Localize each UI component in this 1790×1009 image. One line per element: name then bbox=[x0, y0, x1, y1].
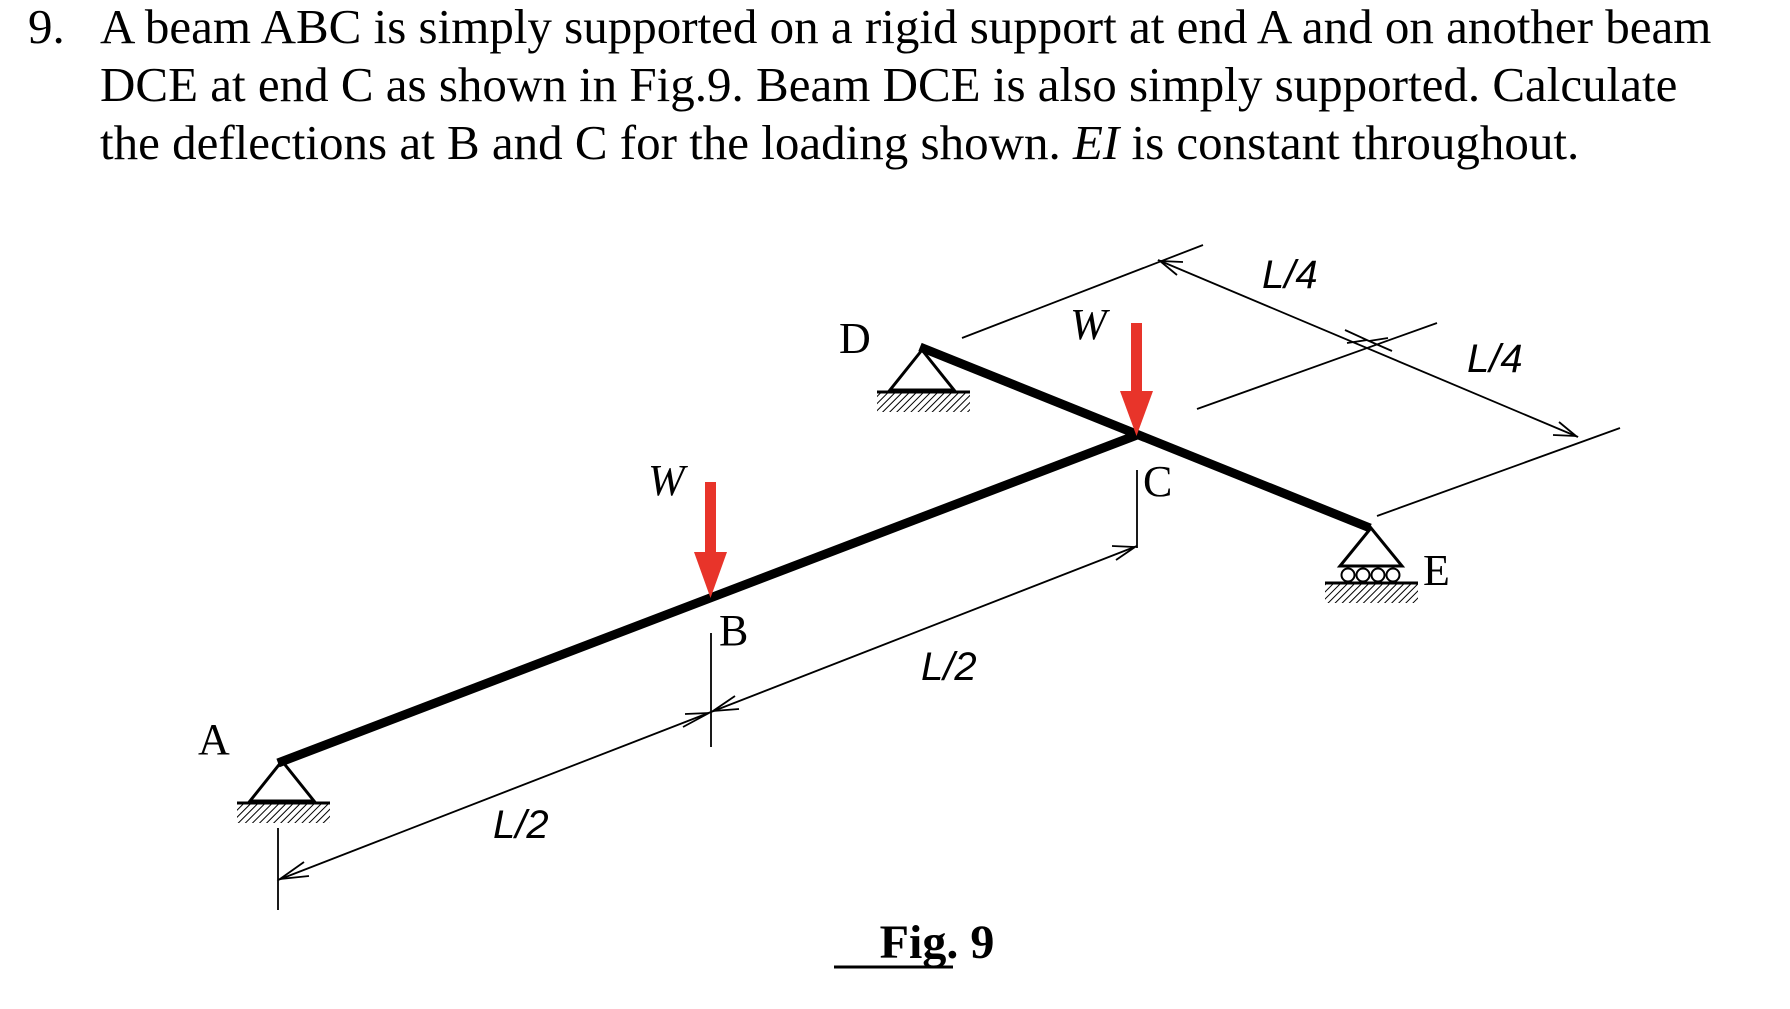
label-dimension-ab: L/2 bbox=[493, 803, 549, 847]
label-dimension-bc: L/2 bbox=[921, 645, 977, 689]
problem-text-line-3: the deflections at B and C for the loadi… bbox=[100, 113, 1579, 173]
arrowhead-d bbox=[1157, 259, 1184, 276]
label-dimension-ce: L/4 bbox=[1467, 337, 1523, 381]
dimension-dc-ce bbox=[961, 244, 1621, 517]
arrowhead-mid-upper bbox=[1344, 329, 1371, 344]
load-arrow-b bbox=[694, 482, 727, 598]
problem-number: 9. bbox=[28, 0, 65, 54]
label-load-b: W bbox=[648, 456, 688, 505]
roller-support-e bbox=[1325, 525, 1418, 603]
arrowhead-mid-lower bbox=[1365, 337, 1393, 352]
label-dimension-dc: L/4 bbox=[1262, 253, 1318, 297]
beam-dce bbox=[918, 342, 1372, 533]
dimension-line-bc bbox=[710, 545, 1138, 713]
arrowhead-a bbox=[276, 861, 310, 881]
arrowhead-b-right bbox=[709, 695, 740, 713]
flexural-rigidity-symbol: EI bbox=[1073, 115, 1120, 170]
figure-caption: Fig. 9 bbox=[880, 916, 995, 969]
label-point-d: D bbox=[839, 314, 871, 363]
arrowhead-c bbox=[1111, 545, 1138, 561]
dimension-ab bbox=[276, 633, 712, 910]
arrowhead-e bbox=[1552, 421, 1579, 438]
extension-line-e bbox=[1376, 427, 1621, 517]
pin-support-a bbox=[237, 758, 330, 823]
label-point-b: B bbox=[719, 606, 748, 655]
problem-text-line-3-end: is constant throughout. bbox=[1119, 115, 1580, 170]
dimension-line-de bbox=[1157, 259, 1579, 438]
pin-support-d bbox=[877, 347, 970, 412]
problem-text-line-2: DCE at end C as shown in Fig.9. Beam DCE… bbox=[100, 57, 1678, 112]
extension-line-midpoint bbox=[1196, 322, 1438, 410]
problem-text-line-3-start: the deflections at B and C for the loadi… bbox=[100, 115, 1073, 170]
label-point-e: E bbox=[1423, 546, 1450, 595]
dimension-line-ab bbox=[277, 711, 712, 881]
load-arrow-c bbox=[1120, 323, 1153, 436]
problem-text-line-1: A beam ABC is simply supported on a rigi… bbox=[100, 0, 1712, 54]
arrowhead-b-left bbox=[682, 712, 710, 728]
beam-abc bbox=[276, 430, 1139, 768]
label-point-c: C bbox=[1143, 457, 1172, 506]
label-point-a: A bbox=[198, 715, 230, 764]
label-load-c: W bbox=[1070, 300, 1110, 349]
dimension-bc bbox=[709, 470, 1138, 713]
